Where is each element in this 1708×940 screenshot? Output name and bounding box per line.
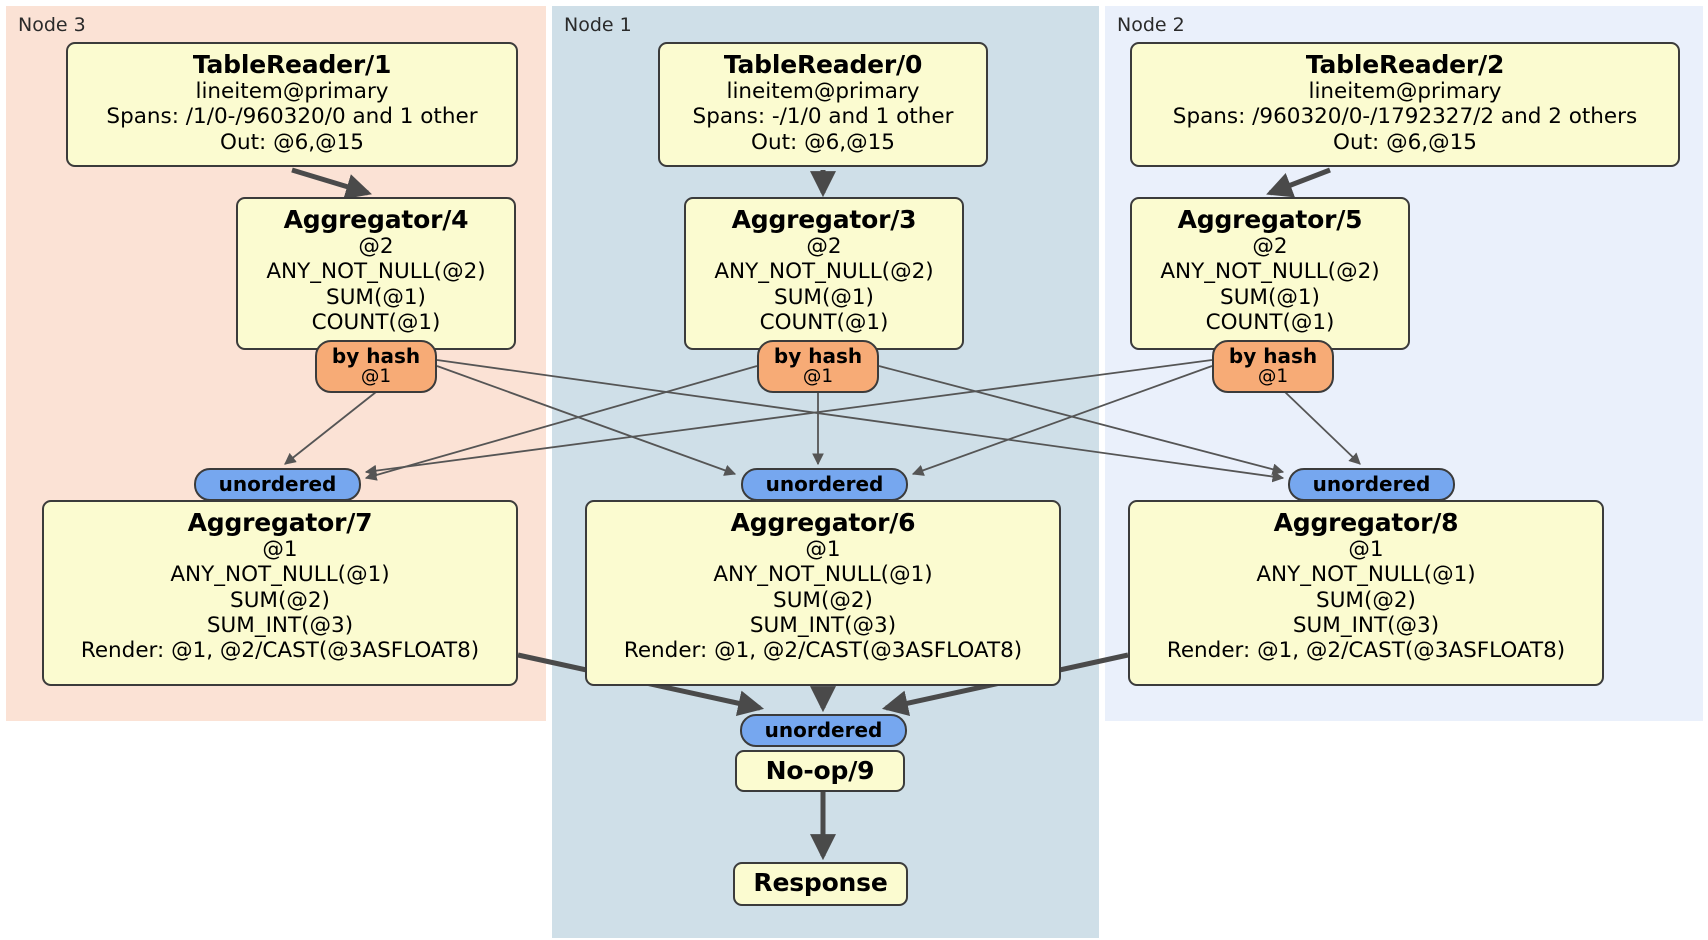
plan-box-line: Render: @1, @2/CAST(@3ASFLOAT8) bbox=[80, 637, 480, 663]
plan-box-noop9[interactable]: No-op/9 bbox=[735, 750, 905, 793]
plan-box-line: lineitem@primary bbox=[1308, 79, 1502, 105]
node-panel-label-node3: Node 3 bbox=[18, 14, 86, 36]
plan-box-line: COUNT(@1) bbox=[759, 309, 889, 335]
plan-badge-hash3[interactable]: by hash@1 bbox=[757, 340, 879, 394]
plan-box-line: COUNT(@1) bbox=[1205, 309, 1335, 335]
plan-box-title: TableReader/0 bbox=[723, 50, 923, 79]
edge-hash4-unord6 bbox=[436, 365, 737, 476]
plan-box-title: Aggregator/4 bbox=[283, 205, 469, 234]
edges-reader-to-aggregator bbox=[291, 167, 1331, 200]
edge-hash3-unord7 bbox=[364, 365, 758, 481]
plan-box-line: Out: @6,@15 bbox=[1333, 129, 1477, 155]
plan-box-line: @1 bbox=[1348, 537, 1384, 563]
edge-tr2-agg5 bbox=[1266, 167, 1331, 198]
plan-badge-label: unordered bbox=[765, 472, 884, 496]
plan-box-line: SUM(@2) bbox=[773, 587, 873, 613]
edge-hash5-unord6 bbox=[911, 365, 1213, 476]
plan-box-line: Render: @1, @2/CAST(@3ASFLOAT8) bbox=[623, 637, 1023, 663]
plan-badge-label: by hash bbox=[331, 344, 421, 368]
plan-box-line: ANY_NOT_NULL(@1) bbox=[713, 562, 933, 588]
plan-box-line: Spans: -/1/0 and 1 other bbox=[692, 104, 954, 130]
plan-box-line: ANY_NOT_NULL(@2) bbox=[1160, 259, 1380, 285]
plan-badge-unord9[interactable]: unordered bbox=[740, 714, 907, 747]
edge-hash4-unord7 bbox=[284, 391, 377, 465]
plan-badge-unord7[interactable]: unordered bbox=[194, 468, 361, 501]
plan-badge-sublabel: @1 bbox=[802, 366, 834, 387]
plan-badge-label: unordered bbox=[764, 718, 883, 742]
edge-hash4-unord8 bbox=[436, 359, 1285, 483]
plan-box-line: lineitem@primary bbox=[726, 79, 920, 105]
edge-hash5-unord9 bbox=[1284, 391, 1361, 465]
plan-box-line: @1 bbox=[262, 537, 298, 563]
plan-box-line: ANY_NOT_NULL(@1) bbox=[170, 562, 390, 588]
plan-box-response[interactable]: Response bbox=[733, 862, 908, 906]
plan-badge-sublabel: @1 bbox=[1257, 366, 1289, 387]
plan-box-line: lineitem@primary bbox=[195, 79, 389, 105]
plan-box-line: ANY_NOT_NULL(@2) bbox=[714, 259, 934, 285]
plan-box-line: @2 bbox=[1252, 234, 1288, 260]
plan-box-line: Render: @1, @2/CAST(@3ASFLOAT8) bbox=[1166, 637, 1566, 663]
plan-box-line: SUM_INT(@3) bbox=[749, 612, 897, 638]
plan-badge-label: unordered bbox=[1312, 472, 1431, 496]
plan-box-line: ANY_NOT_NULL(@2) bbox=[266, 259, 486, 285]
edge-hash5-unord7 bbox=[364, 359, 1213, 477]
plan-box-title: Aggregator/5 bbox=[1177, 205, 1363, 234]
plan-badge-label: by hash bbox=[1228, 344, 1318, 368]
node-panel-label-node2: Node 2 bbox=[1117, 14, 1185, 36]
plan-box-title: Aggregator/7 bbox=[187, 508, 373, 537]
plan-box-line: ANY_NOT_NULL(@1) bbox=[1256, 562, 1476, 588]
plan-badge-label: by hash bbox=[773, 344, 863, 368]
plan-box-line: SUM_INT(@3) bbox=[206, 612, 354, 638]
edge-tr1-agg4 bbox=[291, 167, 372, 200]
plan-badge-label: unordered bbox=[218, 472, 337, 496]
plan-box-title: Aggregator/3 bbox=[731, 205, 917, 234]
plan-box-line: @1 bbox=[805, 537, 841, 563]
plan-badge-hash4[interactable]: by hash@1 bbox=[315, 340, 437, 394]
plan-badge-sublabel: @1 bbox=[360, 366, 392, 387]
edge-hash3-unord8 bbox=[878, 365, 1285, 475]
plan-box-line: SUM(@1) bbox=[1220, 284, 1320, 310]
plan-box-title: No-op/9 bbox=[765, 756, 875, 785]
edges-hash-to-unordered bbox=[284, 359, 1361, 483]
plan-box-line: @2 bbox=[806, 234, 842, 260]
plan-box-line: Spans: /960320/0-/1792327/2 and 2 others bbox=[1172, 104, 1638, 130]
plan-box-line: @2 bbox=[358, 234, 394, 260]
plan-box-line: COUNT(@1) bbox=[311, 309, 441, 335]
node-panel-label-node1: Node 1 bbox=[564, 14, 632, 36]
plan-box-line: Out: @6,@15 bbox=[220, 129, 364, 155]
plan-box-line: Out: @6,@15 bbox=[751, 129, 895, 155]
plan-badge-unord6[interactable]: unordered bbox=[741, 468, 908, 501]
plan-box-title: Response bbox=[753, 868, 888, 897]
plan-box-title: TableReader/1 bbox=[192, 50, 392, 79]
plan-box-title: TableReader/2 bbox=[1305, 50, 1505, 79]
plan-box-title: Aggregator/8 bbox=[1273, 508, 1459, 537]
plan-box-line: SUM(@1) bbox=[774, 284, 874, 310]
plan-box-line: SUM(@2) bbox=[1316, 587, 1416, 613]
plan-badge-hash5[interactable]: by hash@1 bbox=[1212, 340, 1334, 394]
plan-box-title: Aggregator/6 bbox=[730, 508, 916, 537]
plan-badge-unord8[interactable]: unordered bbox=[1288, 468, 1455, 501]
plan-box-line: Spans: /1/0-/960320/0 and 1 other bbox=[106, 104, 478, 130]
plan-box-line: SUM_INT(@3) bbox=[1292, 612, 1440, 638]
plan-box-line: SUM(@1) bbox=[326, 284, 426, 310]
plan-box-line: SUM(@2) bbox=[230, 587, 330, 613]
